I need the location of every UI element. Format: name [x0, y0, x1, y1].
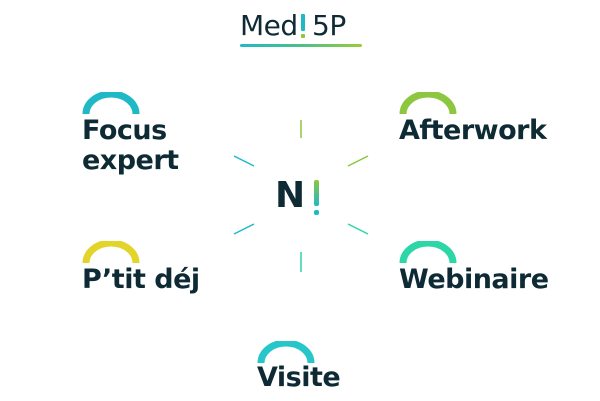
ray-bottom-right	[347, 223, 369, 235]
node-afterwork: Afterwork	[399, 92, 547, 146]
logo-underline	[240, 44, 362, 47]
ptit-dej-arc-icon	[82, 241, 140, 264]
center-rays	[233, 120, 369, 272]
logo-exclamation-icon	[301, 14, 305, 40]
ray-top-left	[233, 155, 255, 167]
afterwork-label: Afterwork	[399, 115, 547, 146]
focus-label-line1: Focus	[82, 115, 167, 146]
focus-arc-icon	[82, 92, 140, 115]
node-visite: Visite	[257, 341, 341, 393]
ray-top-right	[347, 155, 369, 167]
visite-label: Visite	[257, 362, 341, 393]
visite-arc-icon	[257, 341, 315, 364]
webinaire-arc-icon	[399, 241, 457, 264]
node-focus-expert: Focus expert	[82, 92, 179, 176]
focus-label-line2: expert	[82, 145, 179, 176]
ray-bottom-left	[233, 223, 255, 235]
center-exclamation-icon	[314, 180, 319, 220]
node-ptit-dej: P’tit déj	[82, 241, 200, 295]
logo-med-text: Med	[240, 9, 298, 42]
center-n-logo: N	[275, 175, 306, 216]
afterwork-arc-icon	[399, 92, 457, 115]
logo-5p-text: 5P	[312, 9, 346, 42]
webinaire-label: Webinaire	[399, 264, 549, 295]
med5p-logo: Med 5P	[240, 8, 362, 50]
ptit-dej-label: P’tit déj	[82, 264, 200, 295]
node-webinaire: Webinaire	[399, 241, 549, 295]
